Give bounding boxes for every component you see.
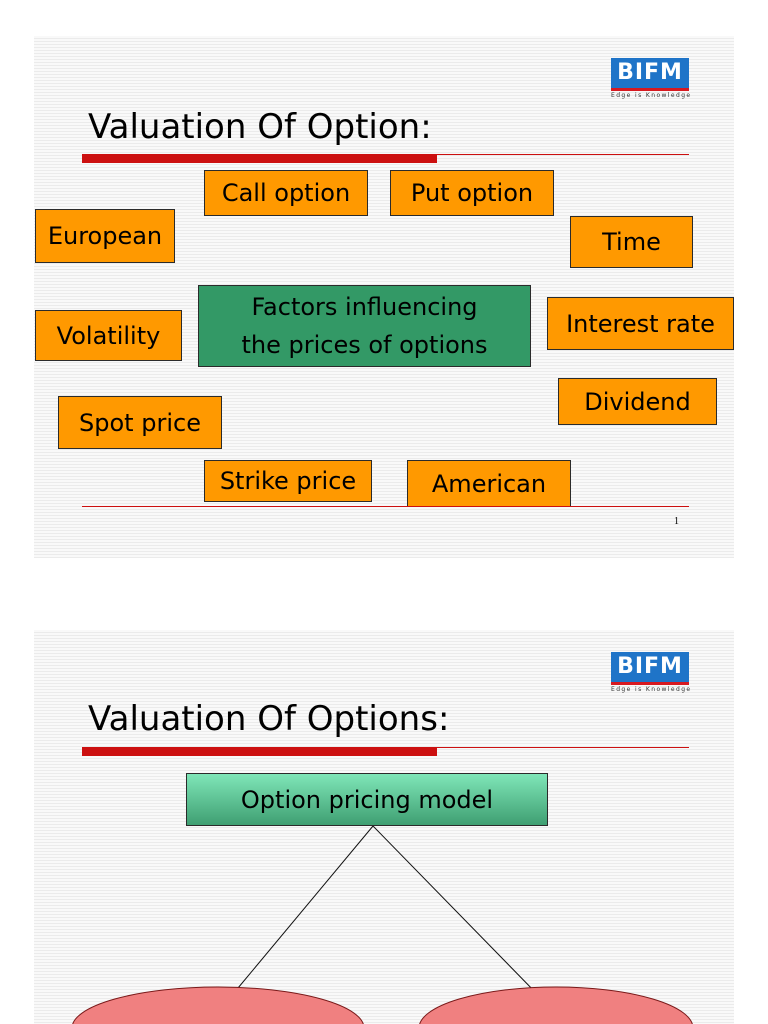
factor-spot-price: Spot price xyxy=(58,396,222,449)
slide-title: Valuation Of Options: xyxy=(88,699,450,739)
option-pricing-model-box: Option pricing model xyxy=(186,773,548,826)
connector-right xyxy=(372,825,540,997)
title-underline-bar xyxy=(82,154,437,163)
factor-strike-price: Strike price xyxy=(204,460,372,502)
logo-rule xyxy=(611,682,689,685)
footer-line xyxy=(82,506,689,507)
slide-2: BIFM Edge is Knowledge Valuation Of Opti… xyxy=(34,630,734,1024)
factor-volatility: Volatility xyxy=(35,310,182,361)
factors-center-box: Factors influencing the prices of option… xyxy=(198,285,531,367)
factor-dividend: Dividend xyxy=(558,378,717,425)
factor-put-option: Put option xyxy=(390,170,554,216)
logo-text: BIFM xyxy=(611,652,689,682)
connector-left xyxy=(237,825,374,989)
logo-tagline: Edge is Knowledge xyxy=(611,686,692,693)
model-oval-right xyxy=(419,986,693,1024)
logo-rule xyxy=(611,88,689,91)
factor-american: American xyxy=(407,460,571,507)
bifm-logo: BIFM Edge is Knowledge xyxy=(611,58,692,100)
logo-text: BIFM xyxy=(611,58,689,88)
factor-interest-rate: Interest rate xyxy=(547,297,734,350)
factor-european: European xyxy=(35,209,175,263)
title-underline-bar xyxy=(82,747,437,756)
logo-tagline: Edge is Knowledge xyxy=(611,92,692,99)
connector-diagram xyxy=(72,825,693,1024)
page-number: 1 xyxy=(674,516,679,527)
center-line-2: the prices of options xyxy=(241,331,488,359)
center-line-1: Factors influencing xyxy=(251,293,478,321)
title-underline-line xyxy=(437,747,689,748)
bifm-logo: BIFM Edge is Knowledge xyxy=(611,652,692,694)
slide-1: BIFM Edge is Knowledge Valuation Of Opti… xyxy=(34,36,734,558)
title-underline-line xyxy=(437,154,689,155)
factor-call-option: Call option xyxy=(204,170,368,216)
slide-title: Valuation Of Option: xyxy=(88,107,432,147)
factor-time: Time xyxy=(570,216,693,268)
model-oval-left xyxy=(72,986,364,1024)
